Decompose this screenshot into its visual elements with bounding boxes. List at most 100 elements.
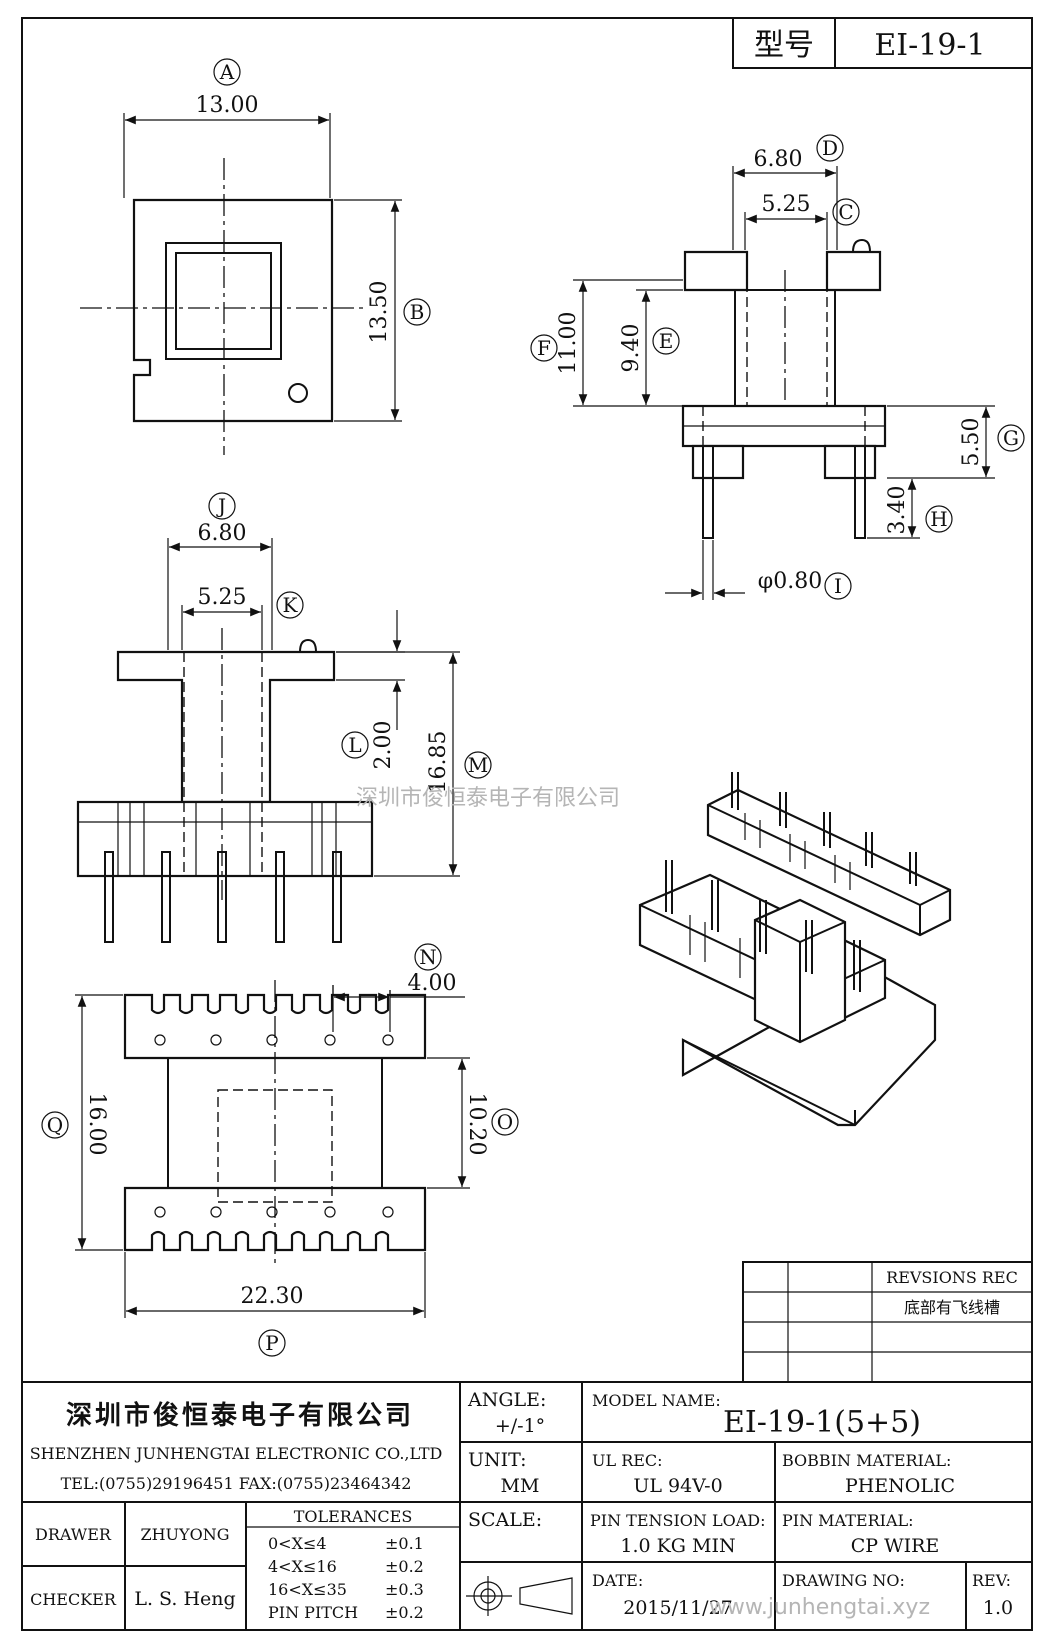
rev-value: 1.0	[983, 1597, 1013, 1619]
tol-value-2: ±0.2	[385, 1557, 424, 1576]
company-en: SHENZHEN JUNHENGTAI ELECTRONIC CO.,LTD	[30, 1444, 443, 1463]
tol-range-3: 16<X≤35	[268, 1580, 347, 1599]
svg-text:I: I	[834, 574, 842, 598]
callout-n: N	[414, 943, 442, 971]
title-block: 深圳市俊恒泰电子有限公司 SHENZHEN JUNHENGTAI ELECTRO…	[22, 1381, 1032, 1630]
model-name-value: EI-19-1(5+5)	[723, 1405, 921, 1440]
top-view: 13.00 13.50	[80, 93, 402, 455]
pin-tension-value: 1.0 KG MIN	[620, 1535, 735, 1557]
callout-e: E	[652, 327, 680, 355]
callout-l: L	[341, 731, 369, 759]
dim-a-value: 13.00	[196, 93, 259, 118]
callout-k: K	[276, 591, 304, 619]
projection-symbol	[466, 1576, 573, 1616]
ul-label: UL REC:	[592, 1451, 663, 1470]
svg-text:L: L	[348, 733, 361, 757]
watermark-url: www.junhengtai.xyz	[709, 1595, 930, 1620]
dim-p-value: 22.30	[241, 1284, 304, 1309]
pin-tension-label: PIN TENSION LOAD:	[590, 1511, 766, 1530]
callout-b: B	[403, 298, 431, 326]
rev-label: REV:	[972, 1571, 1011, 1590]
revisions-table: REVSIONS REC 底部有飞线槽	[742, 1261, 1033, 1383]
company-cn: 深圳市俊恒泰电子有限公司	[66, 1400, 414, 1431]
dim-j-value: 6.80	[198, 521, 247, 546]
svg-text:M: M	[468, 753, 488, 777]
dim-m-value: 16.85	[426, 731, 451, 794]
drawer-value: ZHUYONG	[140, 1525, 229, 1544]
dim-l-value: 2.00	[371, 721, 396, 770]
svg-text:C: C	[838, 200, 853, 224]
callout-d: D	[816, 134, 844, 162]
svg-text:P: P	[265, 1331, 278, 1355]
dim-d-value: 6.80	[754, 147, 803, 172]
callout-i: I	[824, 572, 852, 600]
dim-o-value: 10.20	[464, 1093, 489, 1156]
scale-label: SCALE:	[468, 1509, 542, 1531]
dim-b-value: 13.50	[367, 281, 392, 344]
svg-text:J: J	[216, 494, 226, 518]
tol-range-1: 0<X≤4	[268, 1534, 327, 1553]
tol-value-3: ±0.3	[385, 1580, 424, 1599]
date-value: 2015/11/27	[623, 1597, 733, 1619]
dim-g-value: 5.50	[959, 418, 984, 467]
ul-value: UL 94V-0	[633, 1475, 722, 1497]
model-value: EI-19-1	[874, 28, 985, 63]
unit-label: UNIT:	[468, 1449, 527, 1471]
date-label: DATE:	[592, 1571, 643, 1590]
svg-text:O: O	[497, 1110, 513, 1134]
svg-text:B: B	[410, 300, 425, 324]
dim-e-value: 9.40	[619, 324, 644, 373]
watermark-company: 深圳市俊恒泰电子有限公司	[356, 786, 620, 811]
tolerances-title: TOLERANCES	[294, 1507, 413, 1526]
callout-q: Q	[41, 1111, 69, 1139]
drawer-label: DRAWER	[35, 1525, 112, 1544]
unit-value: MM	[501, 1475, 540, 1497]
tol-value-4: ±0.2	[385, 1603, 424, 1622]
angle-label: ANGLE:	[467, 1389, 546, 1411]
svg-text:G: G	[1003, 426, 1019, 450]
bobbin-label: BOBBIN MATERIAL:	[782, 1451, 951, 1470]
svg-text:N: N	[419, 945, 437, 969]
svg-text:K: K	[283, 593, 299, 617]
dim-c-value: 5.25	[762, 192, 811, 217]
front-view: 6.80 5.25 2.00 16.85	[76, 521, 460, 943]
callout-h: H	[925, 505, 953, 533]
tol-value-1: ±0.1	[385, 1534, 424, 1553]
dim-q-value: 16.00	[84, 1093, 109, 1156]
svg-text:F: F	[537, 336, 551, 360]
bobbin-value: PHENOLIC	[845, 1475, 955, 1497]
svg-text:D: D	[822, 136, 838, 160]
callout-g: G	[997, 424, 1025, 452]
model-name-label: MODEL NAME:	[592, 1391, 721, 1410]
revisions-title: REVSIONS REC	[886, 1268, 1018, 1287]
callout-p: P	[258, 1329, 286, 1357]
dim-i-value: φ0.80	[758, 569, 822, 594]
tol-range-4: PIN PITCH	[268, 1603, 358, 1622]
model-label: 型号	[754, 28, 814, 63]
pin-material-value: CP WIRE	[851, 1535, 940, 1557]
dim-k-value: 5.25	[198, 585, 247, 610]
checker-label: CHECKER	[30, 1590, 117, 1609]
callout-c: C	[832, 198, 860, 226]
checker-value: L. S. Heng	[134, 1588, 235, 1610]
revisions-note: 底部有飞线槽	[904, 1298, 1000, 1317]
model-header: 型号 EI-19-1	[732, 17, 1033, 69]
svg-text:Q: Q	[47, 1113, 63, 1137]
dim-f-value: 11.00	[556, 312, 581, 375]
callout-a: A	[213, 58, 241, 86]
dim-h-value: 3.40	[885, 486, 910, 535]
callout-j: J	[208, 492, 236, 520]
tol-range-2: 4<X≤16	[268, 1557, 337, 1576]
drawing-no-label: DRAWING NO:	[782, 1571, 905, 1590]
angle-value: +/-1°	[495, 1415, 545, 1437]
callout-f: F	[530, 334, 558, 362]
sheet-border	[21, 17, 1033, 1631]
side-view: 6.80 5.25 11.00 9.40 5.50 3.40 φ0.80	[556, 147, 995, 600]
svg-text:A: A	[219, 60, 235, 84]
isometric-view	[638, 772, 952, 1127]
svg-text:H: H	[930, 507, 947, 531]
bottom-view: 4.00 16.00 10.20 22.30	[75, 971, 489, 1318]
pin-material-label: PIN MATERIAL:	[782, 1511, 914, 1530]
dim-n-value: 4.00	[408, 971, 457, 996]
